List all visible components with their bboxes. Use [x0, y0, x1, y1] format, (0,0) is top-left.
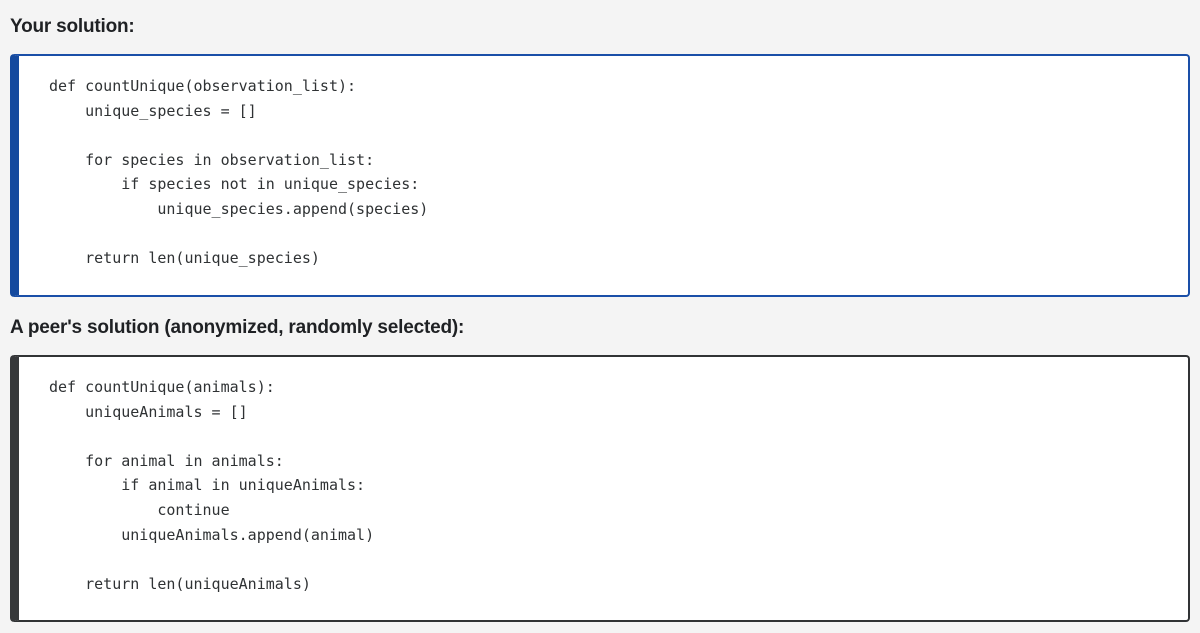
peer-solution-code-inner: def countUnique(animals): uniqueAnimals …: [19, 357, 1188, 610]
code-line: [49, 123, 1174, 148]
your-solution-heading: Your solution:: [10, 16, 135, 37]
code-line: for animal in animals:: [49, 451, 284, 470]
code-line: for species in observation_list:: [49, 150, 375, 169]
code-line: uniqueAnimals.append(animal): [49, 525, 375, 544]
code-line: def countUnique(observation_list):: [49, 77, 357, 95]
code-line: return len(uniqueAnimals): [49, 574, 311, 593]
code-line: if animal in uniqueAnimals:: [49, 476, 366, 495]
your-solution-code-card: def countUnique(observation_list): uniqu…: [10, 54, 1190, 297]
code-line: [49, 424, 1174, 449]
code-line: if species not in unique_species:: [49, 175, 420, 194]
code-line: continue: [49, 500, 230, 519]
code-line: uniqueAnimals = []: [49, 402, 248, 421]
code-line: [49, 547, 1174, 572]
peer-solution-code-card: def countUnique(animals): uniqueAnimals …: [10, 355, 1190, 622]
your-solution-code: def countUnique(observation_list): uniqu…: [49, 74, 1174, 271]
code-line: unique_species.append(species): [49, 199, 429, 218]
peer-solution-code: def countUnique(animals): uniqueAnimals …: [49, 375, 1174, 596]
code-line: def countUnique(animals):: [49, 378, 275, 396]
code-line: unique_species = []: [49, 101, 257, 120]
code-line: [49, 222, 1174, 247]
your-solution-code-inner: def countUnique(observation_list): uniqu…: [19, 56, 1188, 285]
code-line: return len(unique_species): [49, 249, 320, 268]
peer-solution-heading: A peer's solution (anonymized, randomly …: [10, 317, 465, 338]
